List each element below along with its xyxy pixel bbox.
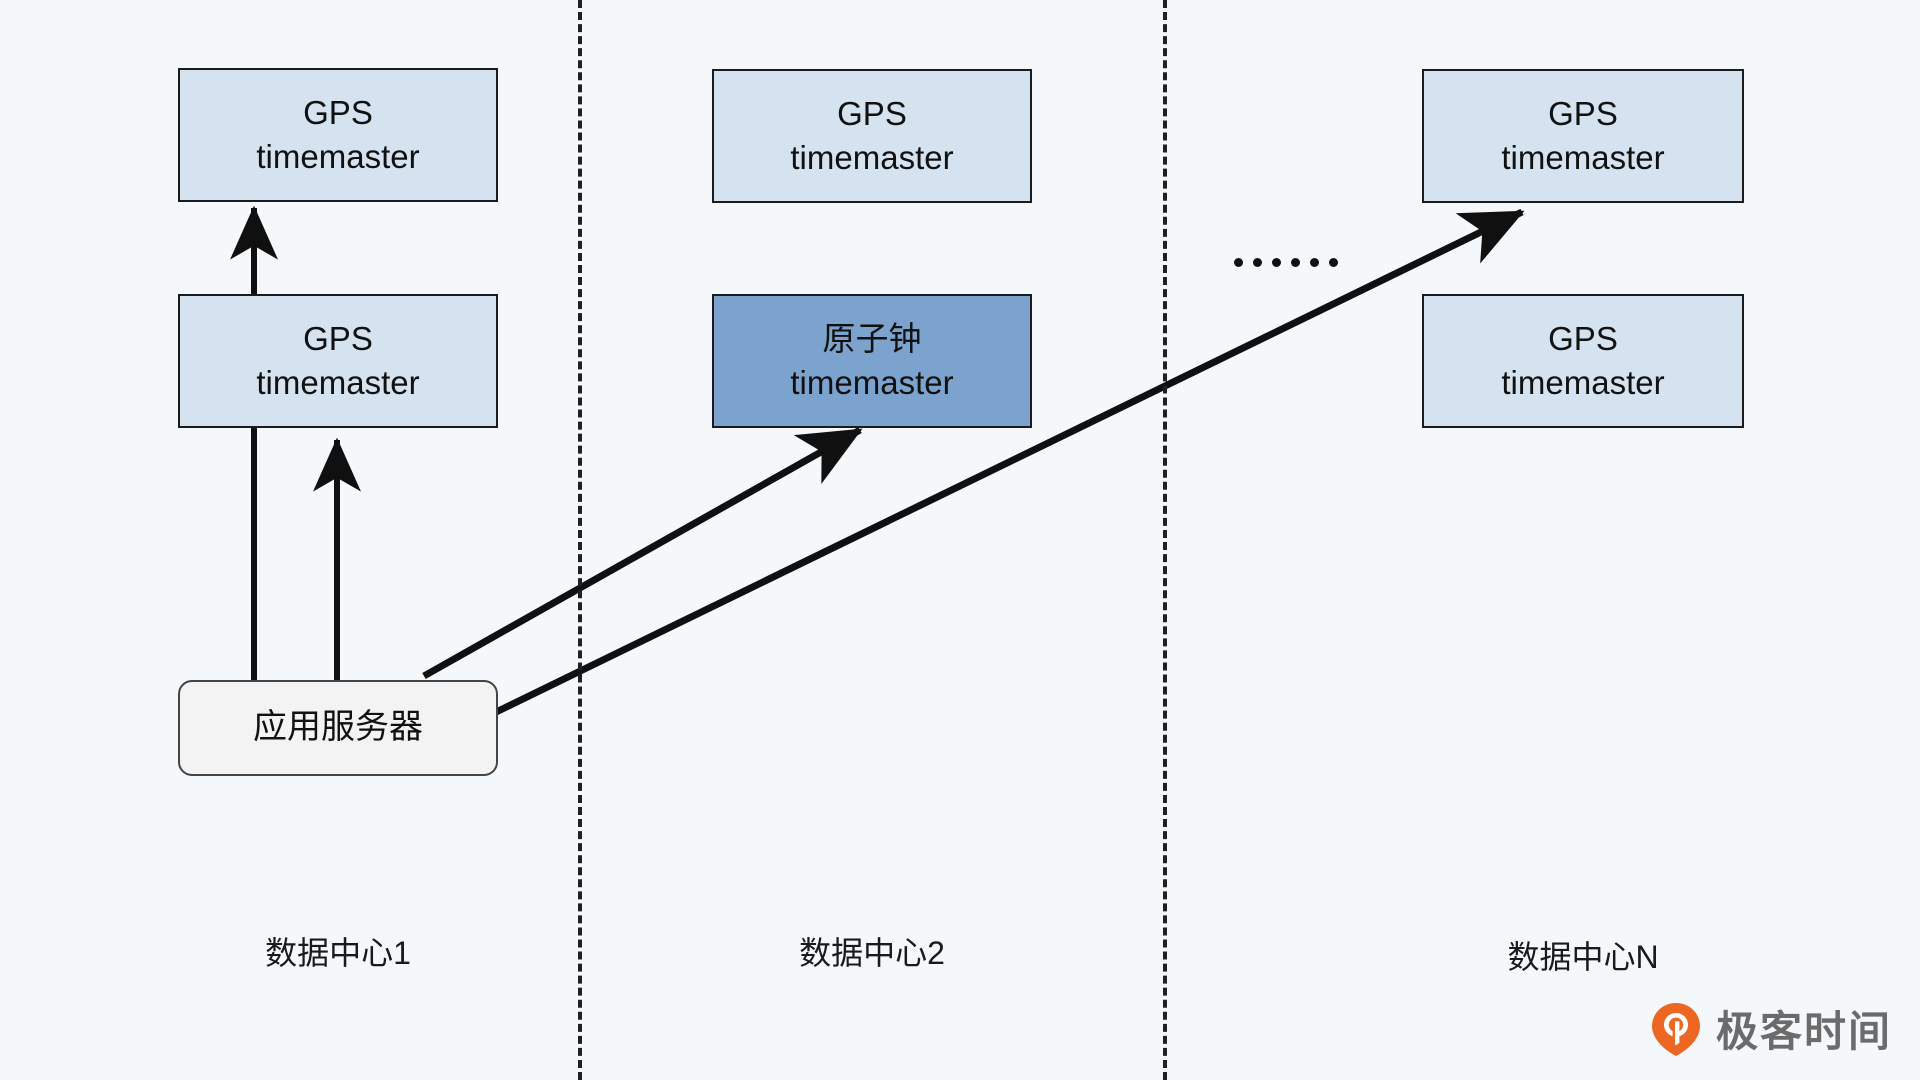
datacenter-divider-2 (1163, 0, 1167, 1080)
node-subtitle: timemaster (1501, 139, 1665, 176)
edge-appserver-to-dcn-gps-top (486, 208, 1525, 720)
node-title: GPS (1548, 94, 1618, 132)
node-title: GPS (303, 93, 373, 131)
label-datacenter-1: 数据中心1 (265, 935, 411, 971)
geektime-logo-icon (1650, 1001, 1702, 1057)
datacenter-divider-1 (578, 0, 582, 1080)
node-dc2-gps-top[interactable]: GPS timemaster (712, 69, 1032, 203)
node-subtitle: timemaster (790, 364, 954, 401)
label-datacenter-n: 数据中心N (1507, 939, 1659, 975)
node-subtitle: timemaster (256, 364, 420, 401)
node-subtitle: timemaster (790, 139, 954, 176)
node-title: GPS (303, 319, 373, 357)
brand-watermark: 极客时间 (1650, 998, 1892, 1059)
node-title: GPS (837, 94, 907, 132)
node-subtitle: timemaster (1501, 364, 1665, 401)
node-subtitle: timemaster (256, 138, 420, 175)
brand-text: 极客时间 (1716, 1008, 1893, 1055)
node-title: GPS (1548, 319, 1618, 357)
node-title: 原子钟 (822, 319, 922, 357)
node-title: 应用服务器 (253, 708, 423, 747)
node-dc1-gps-top[interactable]: GPS timemaster (178, 68, 498, 202)
node-app-server[interactable]: 应用服务器 (178, 680, 498, 776)
node-dc2-atomic-clock[interactable]: 原子钟 timemaster (712, 294, 1032, 428)
node-dcn-gps-bottom[interactable]: GPS timemaster (1422, 294, 1744, 428)
node-dcn-gps-top[interactable]: GPS timemaster (1422, 69, 1744, 203)
node-dc1-gps-bottom[interactable]: GPS timemaster (178, 294, 498, 428)
edge-appserver-to-dc2-atomic (422, 426, 863, 680)
label-datacenter-2: 数据中心2 (799, 935, 945, 971)
ellipsis-indicator (1234, 258, 1338, 267)
